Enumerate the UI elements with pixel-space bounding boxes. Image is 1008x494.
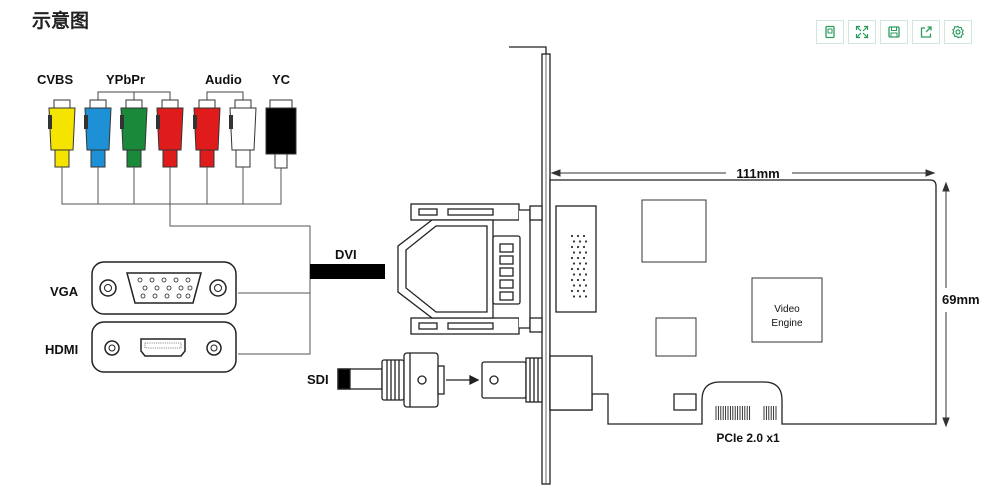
save-icon (888, 26, 900, 38)
video-engine-label-line1: Video (774, 304, 800, 315)
card-notch (673, 393, 697, 411)
rca-plug-pr-red (156, 99, 184, 168)
settings-icon (952, 25, 964, 39)
dvi-pin-header (555, 205, 597, 313)
expand-icon (855, 25, 869, 39)
pcie-gold-fingers (715, 406, 777, 420)
chip-large (641, 199, 707, 263)
sdi-connector (337, 352, 593, 411)
dvi-pin (578, 273, 582, 276)
svideo-plug-yc (265, 99, 297, 169)
rca-plug-audio-red (193, 99, 221, 168)
dvi-pin (578, 295, 582, 298)
rca-plug-pb-green (120, 99, 148, 168)
dvi-pin (578, 284, 582, 287)
dvi-pin (578, 262, 582, 265)
dvi-label: DVI (335, 247, 357, 262)
dvi-pin (578, 251, 582, 254)
toolbar (816, 20, 972, 44)
dvi-pin (570, 289, 574, 293)
dvi-pin (582, 234, 586, 238)
dvi-card-connector (397, 203, 531, 335)
rca-plug-y-blue (84, 99, 112, 168)
vga-label: VGA (50, 284, 79, 299)
dvi-pin (576, 245, 580, 249)
tablet-view-button[interactable] (816, 20, 844, 44)
dvi-pin (570, 267, 574, 271)
audio-label: Audio (205, 72, 242, 87)
page-title: 示意图 (32, 10, 90, 32)
dvi-pin (584, 295, 588, 298)
dvi-pin (576, 278, 580, 282)
dvi-pin (576, 234, 580, 238)
dvi-pin (576, 267, 580, 271)
dvi-pin (582, 267, 586, 271)
dvi-pin (582, 256, 586, 260)
dvi-cable (310, 264, 385, 279)
dvi-pin (584, 240, 588, 243)
tablet-icon (825, 25, 835, 39)
sdi-label: SDI (307, 372, 329, 387)
height-dimension (942, 181, 950, 428)
cvbs-label: CVBS (37, 72, 73, 87)
dvi-pin (572, 284, 576, 287)
dvi-pin (570, 234, 574, 238)
ypbpr-label: YPbPr (106, 72, 145, 87)
dvi-pin (572, 295, 576, 298)
hdmi-label: HDMI (45, 342, 78, 357)
dvi-pin (582, 289, 586, 293)
width-label: 111mm (736, 166, 779, 181)
dvi-pin (578, 240, 582, 243)
rca-plug-cvbs (48, 99, 76, 168)
dvi-pin (572, 251, 576, 254)
settings-button[interactable] (944, 20, 972, 44)
pcie-label: PCIe 2.0 x1 (716, 431, 780, 445)
dvi-pin (582, 278, 586, 282)
yc-label: YC (272, 72, 291, 87)
vga-connector: VGA (50, 261, 237, 315)
dvi-pin (584, 251, 588, 254)
rca-plug-audio-white (229, 99, 257, 168)
dvi-pin (572, 262, 576, 265)
dvi-pin (582, 245, 586, 249)
share-button[interactable] (912, 20, 940, 44)
pcie-card-outline (549, 179, 937, 425)
dvi-pin (576, 289, 580, 293)
dvi-pin (584, 284, 588, 287)
dvi-pin (572, 273, 576, 276)
hdmi-connector: HDMI (45, 321, 237, 373)
dvi-pin (570, 245, 574, 249)
dvi-pin (584, 262, 588, 265)
dvi-pin (570, 256, 574, 260)
video-engine-chip (751, 277, 823, 343)
width-dimension (550, 169, 936, 177)
chip-small (655, 317, 697, 357)
dvi-pin (584, 273, 588, 276)
fullscreen-button[interactable] (848, 20, 876, 44)
dvi-pin (570, 278, 574, 282)
video-engine-label-line2: Engine (771, 318, 803, 329)
dvi-pin (572, 240, 576, 243)
height-label: 69mm (942, 292, 980, 307)
dvi-pin (576, 256, 580, 260)
share-icon (920, 26, 932, 38)
save-button[interactable] (880, 20, 908, 44)
breakout-cables (61, 167, 311, 355)
